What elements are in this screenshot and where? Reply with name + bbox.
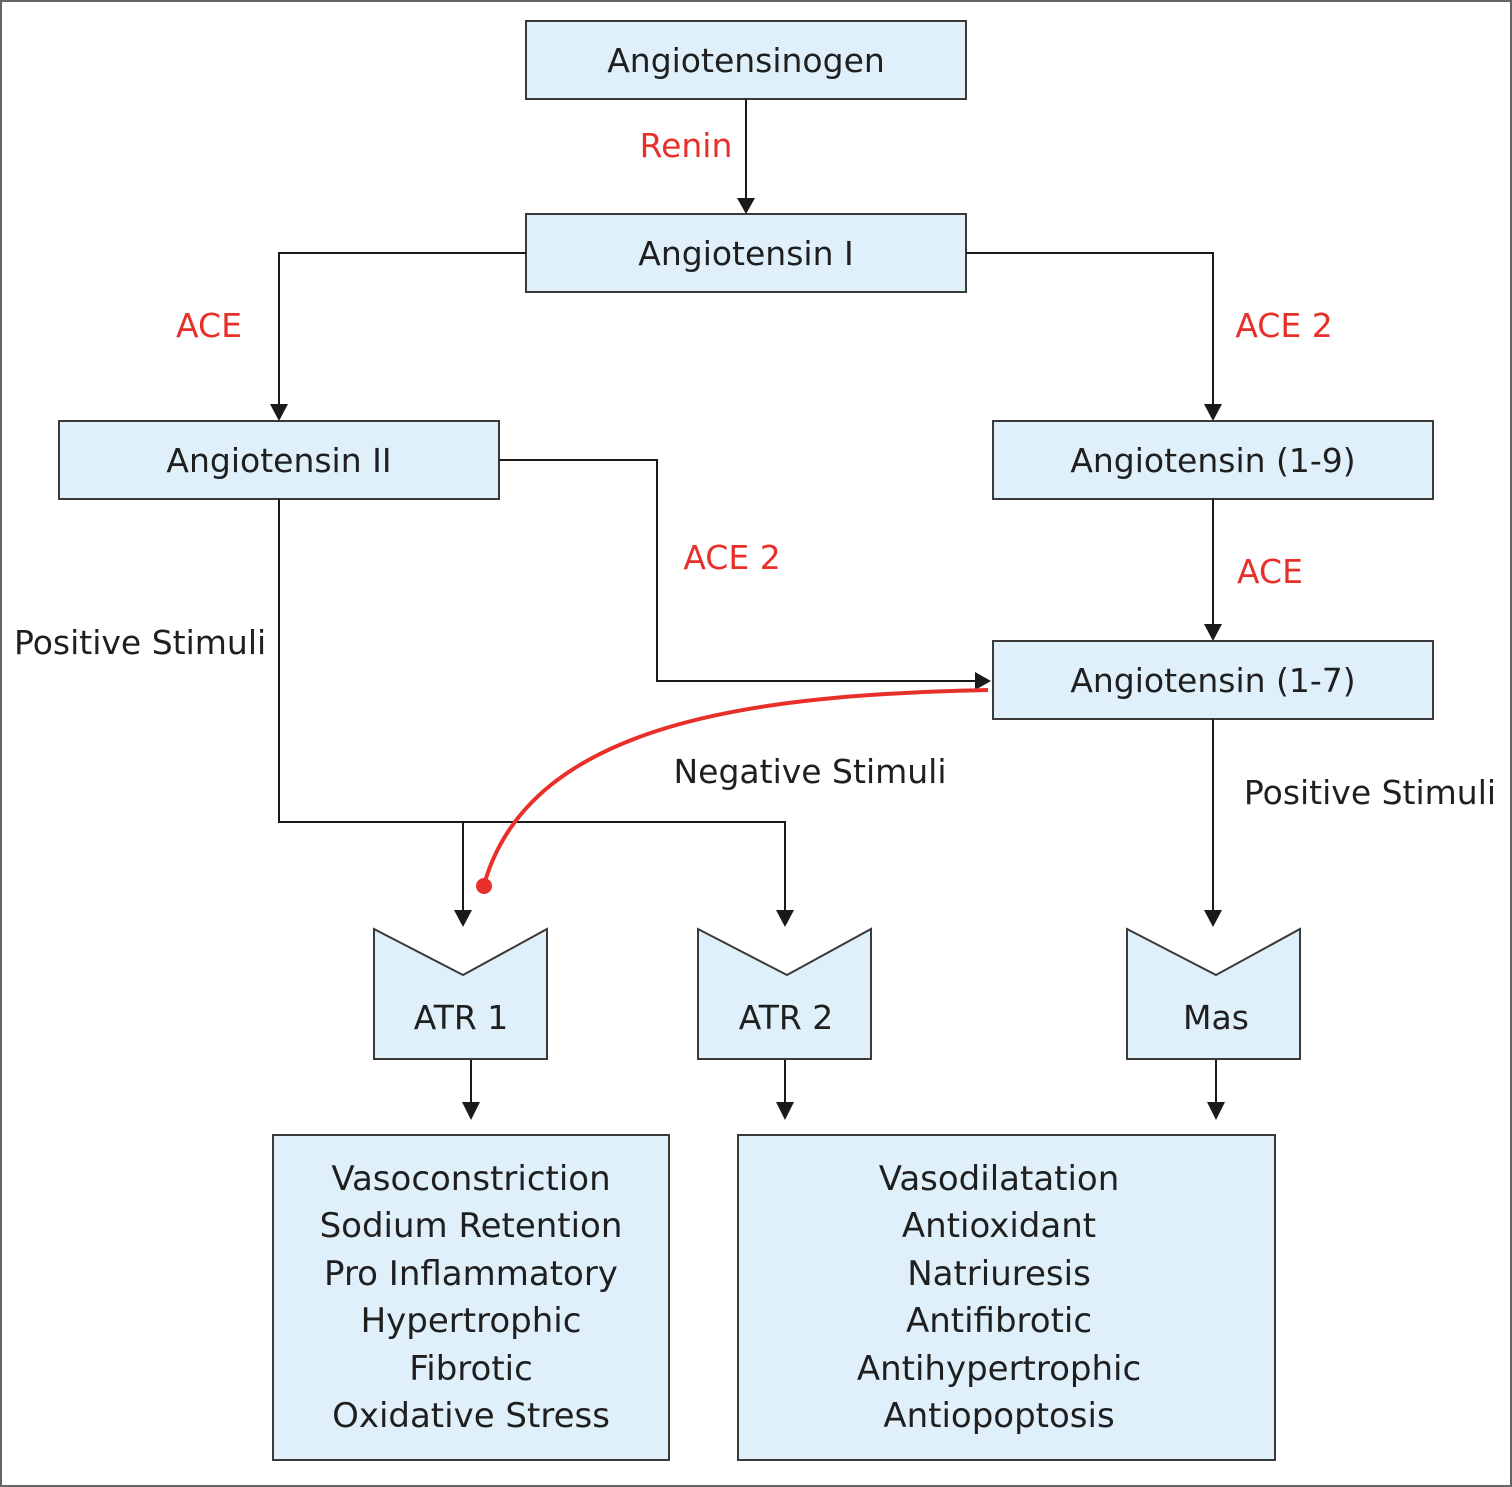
receptor-atr2: ATR 2 — [697, 927, 872, 1060]
enzyme-ace2-right: ACE 2 — [1235, 306, 1332, 345]
effects-box-left: Vasoconstriction Sodium Retention Pro In… — [272, 1134, 670, 1461]
effect-item: Hypertrophic — [361, 1301, 582, 1341]
arrowhead-atr2 — [776, 910, 794, 927]
effect-item: Oxidative Stress — [332, 1396, 610, 1436]
effect-item: Pro Inflammatory — [324, 1254, 618, 1294]
arrowhead-angiotensin-ii — [270, 404, 288, 421]
enzyme-renin: Renin — [640, 126, 733, 165]
positive-stimuli-right: Positive Stimuli — [1244, 773, 1496, 812]
effect-item: Sodium Retention — [320, 1206, 623, 1246]
receptor-atr2-label: ATR 2 — [739, 998, 834, 1037]
connector-i-to-ii — [278, 252, 526, 406]
receptor-atr1: ATR 1 — [373, 927, 548, 1060]
node-angiotensin-ii: Angiotensin II — [58, 420, 500, 500]
effect-item: Antioxidant — [902, 1206, 1096, 1246]
node-angiotensinogen: Angiotensinogen — [525, 20, 967, 100]
node-angiotensin-i: Angiotensin I — [525, 213, 967, 293]
angiotensin-1-7-label: Angiotensin (1-7) — [1070, 661, 1355, 700]
arrowhead-angiotensin-1-9 — [1204, 404, 1222, 421]
effect-item: Natriuresis — [907, 1254, 1091, 1294]
connector-i-to-1-9 — [966, 252, 1214, 406]
arrowhead-angiotensin-1-7-top — [1204, 624, 1222, 641]
receptor-mas-label: Mas — [1183, 998, 1249, 1037]
arrowhead-angiotensin-1-7-left — [975, 672, 991, 690]
angiotensin-ii-label: Angiotensin II — [166, 441, 391, 480]
enzyme-ace-left: ACE — [176, 306, 242, 345]
negative-stimuli-curve — [476, 688, 989, 894]
angiotensin-1-9-label: Angiotensin (1-9) — [1070, 441, 1355, 480]
arrowhead-effects-mas — [1207, 1102, 1225, 1120]
connector-ii-to-1-7 — [499, 459, 976, 682]
effect-item: Antihypertrophic — [857, 1349, 1141, 1389]
enzyme-ace2-middle: ACE 2 — [683, 538, 780, 577]
effect-item: Vasoconstriction — [331, 1159, 610, 1199]
connector-ii-to-receptors — [278, 499, 786, 912]
enzyme-ace-right: ACE — [1237, 552, 1303, 591]
arrowhead-angiotensin-i — [737, 198, 755, 214]
effects-box-right: Vasodilatation Antioxidant Natriuresis A… — [737, 1134, 1276, 1461]
positive-stimuli-left: Positive Stimuli — [14, 623, 266, 662]
effect-item: Vasodilatation — [879, 1159, 1120, 1199]
node-angiotensin-1-9: Angiotensin (1-9) — [992, 420, 1434, 500]
arrowhead-effects-atr1 — [462, 1102, 480, 1120]
negative-stimuli-label: Negative Stimuli — [673, 752, 946, 791]
arrowhead-effects-atr2 — [776, 1102, 794, 1120]
receptor-mas: Mas — [1126, 927, 1301, 1060]
angiotensin-i-label: Angiotensin I — [638, 234, 853, 273]
arrowhead-atr1 — [454, 910, 472, 927]
arrowhead-mas — [1204, 910, 1222, 927]
effect-item: Antiopoptosis — [883, 1396, 1114, 1436]
angiotensinogen-label: Angiotensinogen — [607, 41, 885, 80]
effect-item: Fibrotic — [409, 1349, 533, 1389]
effect-item: Antifibrotic — [906, 1301, 1092, 1341]
receptor-atr1-label: ATR 1 — [414, 998, 509, 1037]
inhibition-dot — [476, 878, 492, 894]
connectors — [270, 99, 1225, 1120]
node-angiotensin-1-7: Angiotensin (1-7) — [992, 640, 1434, 720]
